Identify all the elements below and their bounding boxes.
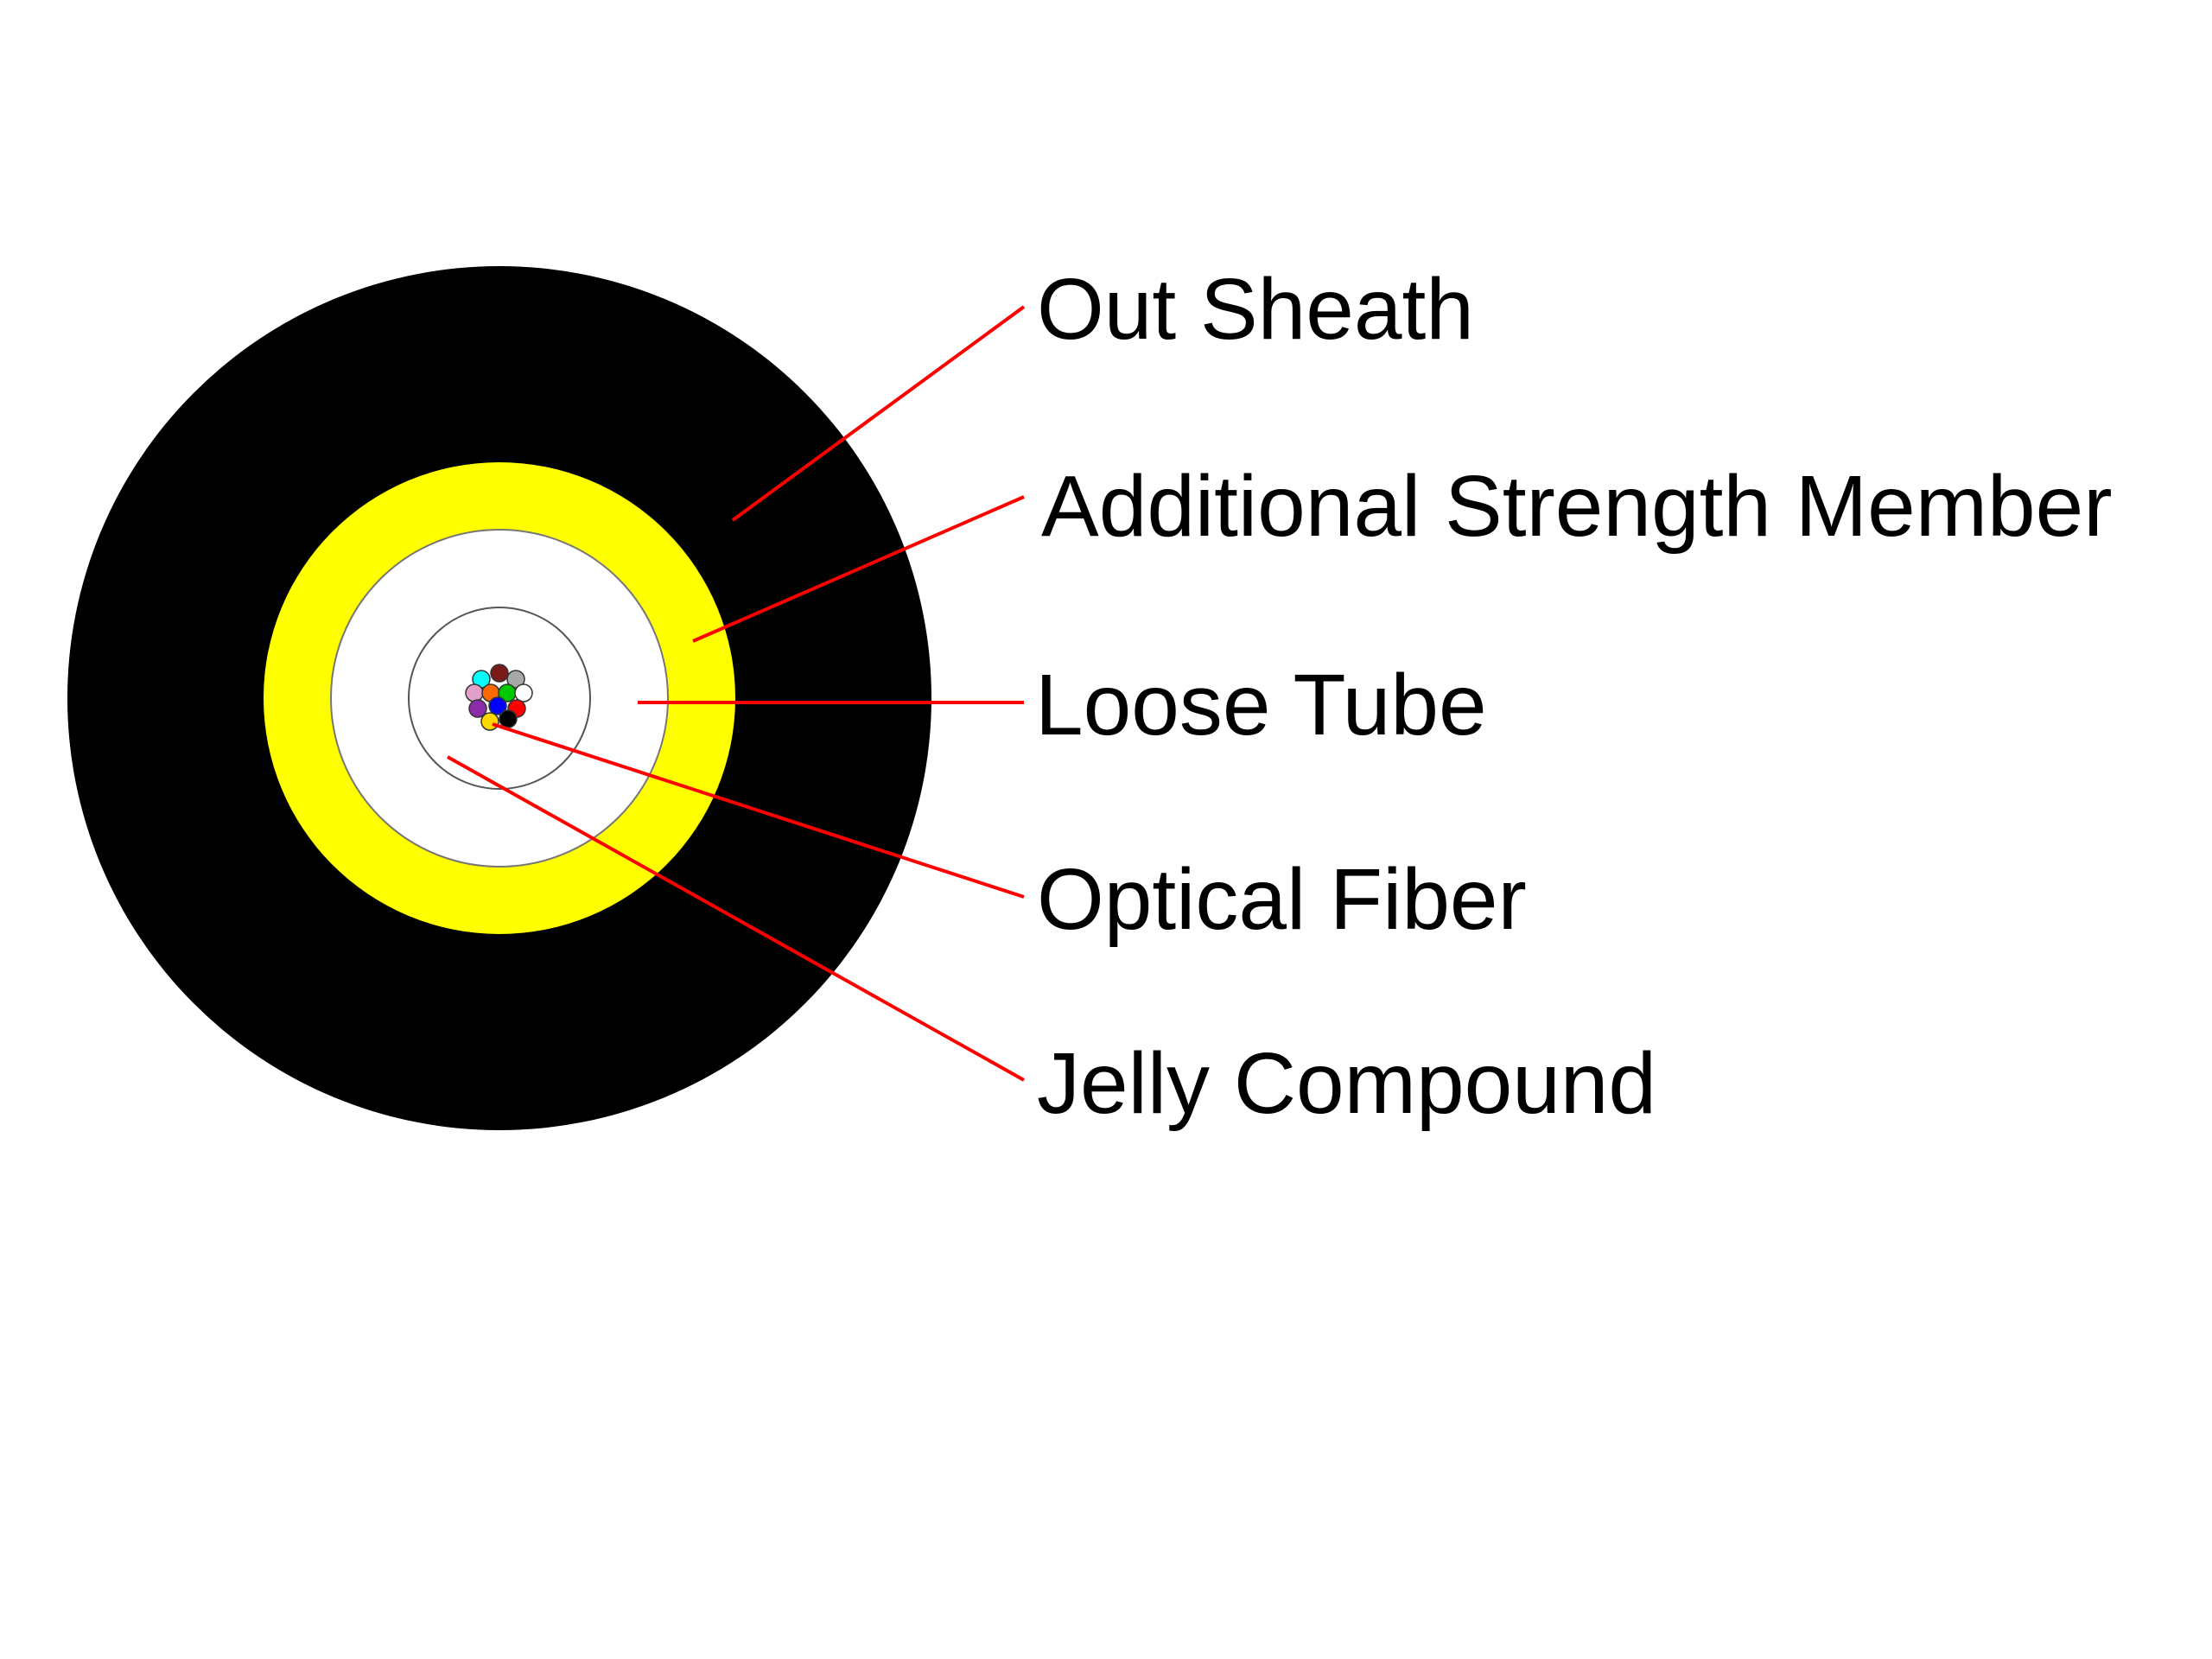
label-loose-tube: Loose Tube (1035, 657, 1487, 753)
label-out-sheath: Out Sheath (1037, 261, 1474, 358)
label-optical-fiber: Optical Fiber (1037, 851, 1527, 948)
labels: Out Sheath Additional Strength Member Lo… (1035, 261, 2113, 1132)
optical-fiber-strand (468, 699, 487, 718)
leader-line-jelly-compound (447, 755, 1025, 1082)
label-jelly-compound: Jelly Compound (1037, 1035, 1656, 1132)
cable-cross-section (67, 266, 931, 1130)
optical-fiber-strand (499, 709, 518, 728)
optical-fiber-strand (488, 696, 507, 715)
leader-line-out-sheath (731, 305, 1026, 522)
leader-lines (447, 305, 1026, 1082)
leader-line-strength-member (692, 495, 1025, 643)
optical-fiber-strand (465, 683, 484, 702)
optical-fiber-strand (480, 712, 499, 731)
optical-fiber-strand (506, 670, 525, 689)
optical-fiber-strand (490, 664, 509, 683)
optical-fiber-strand (514, 683, 533, 702)
leader-line-optical-fiber (492, 722, 1025, 899)
label-additional-strength-member: Additional Strength Member (1041, 458, 2113, 555)
